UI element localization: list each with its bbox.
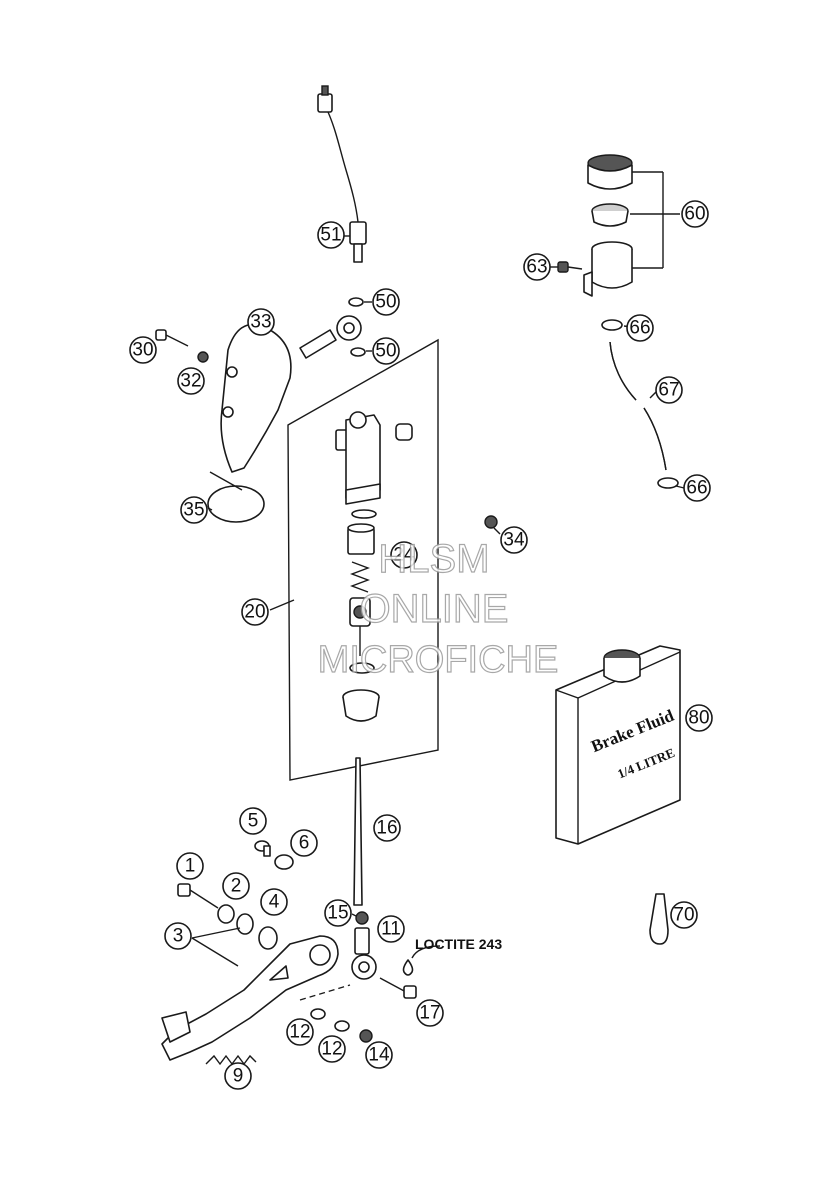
svg-text:2: 2 — [231, 876, 242, 897]
svg-text:17: 17 — [419, 1003, 440, 1024]
watermark-line-3: MICROFICHE — [318, 639, 559, 681]
svg-text:51: 51 — [320, 225, 341, 246]
cable-tie-part — [207, 471, 265, 523]
heel-guard-nut-part — [197, 351, 209, 363]
svg-text:5: 5 — [248, 811, 259, 832]
callout-63[interactable]: 63 — [523, 253, 551, 281]
bearing-part — [236, 913, 278, 950]
callout-50-bottom[interactable]: 50 — [372, 337, 400, 365]
master-cylinder-nut-part — [484, 515, 498, 529]
callout-17[interactable]: 17 — [416, 999, 444, 1027]
screw-part — [254, 840, 271, 857]
callout-67[interactable]: 67 — [655, 376, 683, 404]
svg-text:11: 11 — [381, 919, 401, 940]
svg-text:1: 1 — [185, 856, 196, 877]
callout-20[interactable]: 20 — [241, 598, 269, 626]
svg-text:33: 33 — [250, 312, 271, 333]
callout-24[interactable]: 24 — [390, 541, 418, 569]
svg-text:67: 67 — [658, 380, 679, 401]
watermark: HLSM ONLINE MICROFICHE — [317, 536, 559, 681]
svg-text:63: 63 — [526, 257, 547, 278]
reservoir-screw-part — [557, 261, 583, 273]
callout-16[interactable]: 16 — [373, 814, 401, 842]
callout-bubbles: 51 60 63 50 50 33 30 32 66 67 66 35 34 2… — [129, 200, 713, 1090]
callout-1[interactable]: 1 — [176, 852, 204, 880]
callout-33[interactable]: 33 — [247, 308, 275, 336]
svg-text:50: 50 — [375, 292, 396, 313]
svg-text:3: 3 — [173, 926, 184, 947]
svg-text:30: 30 — [132, 340, 153, 361]
callout-14[interactable]: 14 — [365, 1041, 393, 1069]
svg-text:12: 12 — [289, 1022, 310, 1043]
reservoir-hose-part — [601, 319, 679, 489]
watermark-line-1: HLSM — [378, 537, 489, 581]
callout-11[interactable]: 11 — [377, 915, 405, 943]
washer-part — [217, 904, 235, 924]
svg-text:14: 14 — [368, 1045, 390, 1066]
brake-pedal-bolt-part — [177, 883, 219, 909]
pedal-washers-part — [310, 1008, 373, 1043]
callout-50-top[interactable]: 50 — [372, 288, 400, 316]
svg-text:66: 66 — [629, 318, 650, 339]
svg-text:50: 50 — [375, 341, 396, 362]
callout-66-bottom[interactable]: 66 — [683, 474, 711, 502]
callout-80[interactable]: 80 — [685, 704, 713, 732]
svg-text:34: 34 — [503, 530, 525, 551]
bushing-part — [274, 854, 294, 870]
loctite-bottle-part — [649, 893, 669, 945]
svg-text:24: 24 — [393, 545, 415, 566]
callout-12-right[interactable]: 12 — [318, 1035, 346, 1063]
callout-3[interactable]: 3 — [164, 922, 192, 950]
master-cylinder-part — [335, 411, 413, 722]
heel-guard-screw-part — [155, 329, 189, 347]
loctite-drop-icon — [402, 945, 441, 976]
callout-66-top[interactable]: 66 — [626, 314, 654, 342]
pivot-bolt-part — [379, 977, 417, 999]
svg-text:60: 60 — [684, 204, 705, 225]
svg-text:35: 35 — [183, 500, 204, 521]
callout-5[interactable]: 5 — [239, 807, 267, 835]
svg-text:20: 20 — [244, 602, 265, 623]
callout-30[interactable]: 30 — [129, 336, 157, 364]
svg-text:4: 4 — [269, 892, 280, 913]
push-rod-fork-part — [351, 927, 377, 980]
svg-text:16: 16 — [376, 818, 397, 839]
svg-text:9: 9 — [233, 1066, 244, 1087]
callout-60[interactable]: 60 — [681, 200, 709, 228]
svg-text:66: 66 — [686, 478, 707, 499]
brake-fluid-can-part — [555, 645, 681, 845]
callout-4[interactable]: 4 — [260, 888, 288, 916]
callout-32[interactable]: 32 — [177, 367, 205, 395]
brake-light-switch-part — [317, 85, 367, 263]
banjo-bolt-part — [299, 297, 366, 359]
callout-6[interactable]: 6 — [290, 829, 318, 857]
svg-text:6: 6 — [299, 833, 310, 854]
svg-text:15: 15 — [327, 903, 348, 924]
svg-text:12: 12 — [321, 1039, 342, 1060]
return-spring-part — [205, 1054, 257, 1066]
callout-12-left[interactable]: 12 — [286, 1018, 314, 1046]
callout-34[interactable]: 34 — [500, 526, 528, 554]
svg-text:70: 70 — [673, 905, 694, 926]
brake-fluid-reservoir-part — [583, 154, 680, 297]
callout-15[interactable]: 15 — [324, 899, 352, 927]
master-cylinder-frame — [287, 338, 439, 781]
push-rod-part — [353, 757, 363, 906]
svg-text:80: 80 — [688, 708, 709, 729]
watermark-line-2: ONLINE — [360, 587, 509, 631]
callout-70[interactable]: 70 — [670, 901, 698, 929]
callout-51[interactable]: 51 — [317, 221, 345, 249]
callout-2[interactable]: 2 — [222, 872, 250, 900]
heel-guard-part — [220, 323, 292, 473]
brake-pedal-part — [161, 935, 351, 1061]
svg-text:32: 32 — [180, 371, 201, 392]
push-rod-nut-part — [355, 911, 369, 925]
callout-9[interactable]: 9 — [224, 1062, 252, 1090]
loctite-label: LOCTITE 243 — [415, 936, 502, 952]
callout-35[interactable]: 35 — [180, 496, 208, 524]
